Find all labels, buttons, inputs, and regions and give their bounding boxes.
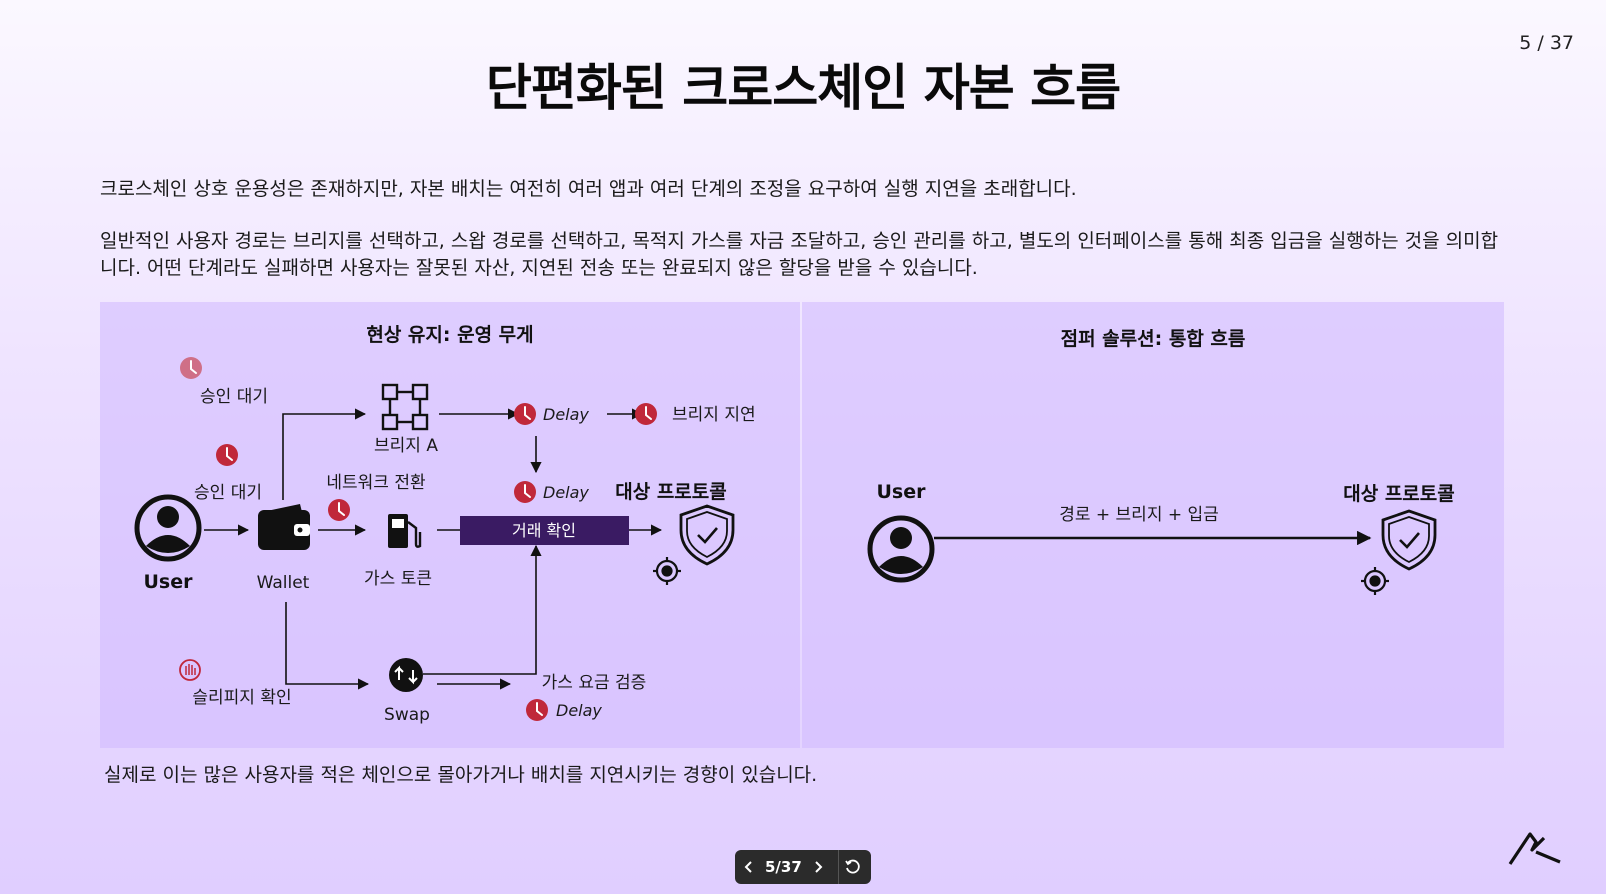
confirm-transaction-box — [460, 516, 629, 545]
approval-wait-label: 승인 대기 — [194, 483, 262, 503]
swap-label: Swap — [384, 705, 430, 725]
network-switch-label: 네트워크 전환 — [326, 473, 425, 493]
clock-icon — [328, 499, 350, 521]
nav-divider — [837, 850, 839, 884]
hand-stop-icon — [179, 659, 201, 681]
bridge-a-label: 브리지 A — [374, 436, 438, 456]
restart-button[interactable] — [839, 850, 867, 884]
slippage-check-label: 슬리피지 확인 — [192, 688, 291, 708]
slide-title: 단편화된 크로스체인 자본 흐름 — [485, 59, 1121, 117]
clock-icon — [180, 357, 202, 379]
clock-icon — [514, 403, 536, 425]
delay-label: Delay — [543, 405, 589, 424]
clock-icon — [514, 481, 536, 503]
approval-wait-label: 승인 대기 — [200, 387, 268, 407]
swap-icon — [389, 658, 423, 692]
delay-label: Delay — [556, 701, 602, 720]
user-label: User — [144, 571, 194, 593]
intro-paragraph: 크로스체인 상호 운용성은 존재하지만, 자본 배치는 여전히 여러 앱과 여러… — [100, 178, 1077, 200]
bridge-network-icon — [381, 383, 429, 431]
clock-icon — [526, 699, 548, 721]
user-label: User — [877, 481, 927, 503]
slide-navigator: 5/37 — [735, 850, 871, 884]
chevron-left-icon — [744, 861, 752, 873]
slide-counter: 5/37 — [765, 858, 802, 876]
brand-logo-icon — [1508, 832, 1561, 865]
status-quo-panel: 현상 유지: 운영 무게 User — [100, 302, 800, 748]
chevron-right-icon — [815, 861, 823, 873]
target-protocol-label: 대상 프로토콜 — [615, 481, 727, 503]
page-counter: 5 / 37 — [1519, 32, 1574, 54]
route-bridge-deposit-label: 경로 + 브리지 + 입금 — [1059, 505, 1219, 525]
conclusion-paragraph: 실제로 이는 많은 사용자를 적은 체인으로 몰아가거나 배치를 지연시키는 경… — [104, 764, 818, 786]
confirm-transaction-label: 거래 확인 — [512, 521, 576, 540]
clock-icon — [216, 444, 238, 466]
previous-slide-button[interactable] — [735, 850, 763, 884]
user-icon — [134, 494, 202, 562]
user-icon — [867, 515, 935, 583]
delay-label: Delay — [543, 483, 589, 502]
status-quo-title: 현상 유지: 운영 무게 — [366, 324, 534, 346]
wallet-icon — [258, 504, 310, 550]
gas-token-label: 가스 토큰 — [364, 569, 432, 589]
next-slide-button[interactable] — [804, 850, 832, 884]
target-protocol-label: 대상 프로토콜 — [1343, 483, 1455, 505]
status-quo-diagram: User Wallet 승인 대기 승인 대기 — [134, 357, 756, 725]
wallet-label: Wallet — [257, 573, 310, 593]
jumper-solution-title: 점퍼 솔루션: 통합 흐름 — [1060, 328, 1246, 350]
jumper-solution-diagram: User 경로 + 브리지 + 입금 대상 프로토콜 — [867, 481, 1455, 595]
fuel-pump-icon — [388, 514, 422, 548]
bridge-delay-label: 브리지 지연 — [672, 405, 756, 425]
restart-icon — [845, 859, 860, 874]
target-icon — [653, 557, 681, 585]
jumper-solution-panel: 점퍼 솔루션: 통합 흐름 User 경로 + 브리지 + 입금 대상 프로토콜 — [802, 302, 1504, 748]
target-icon — [1361, 567, 1389, 595]
clock-icon — [635, 403, 657, 425]
shield-check-icon — [679, 504, 735, 566]
shield-check-icon — [1381, 509, 1437, 571]
user-path-paragraph: 일반적인 사용자 경로는 브리지를 선택하고, 스왑 경로를 선택하고, 목적지… — [100, 230, 1499, 279]
gas-fee-check-label: 가스 요금 검증 — [542, 673, 647, 693]
